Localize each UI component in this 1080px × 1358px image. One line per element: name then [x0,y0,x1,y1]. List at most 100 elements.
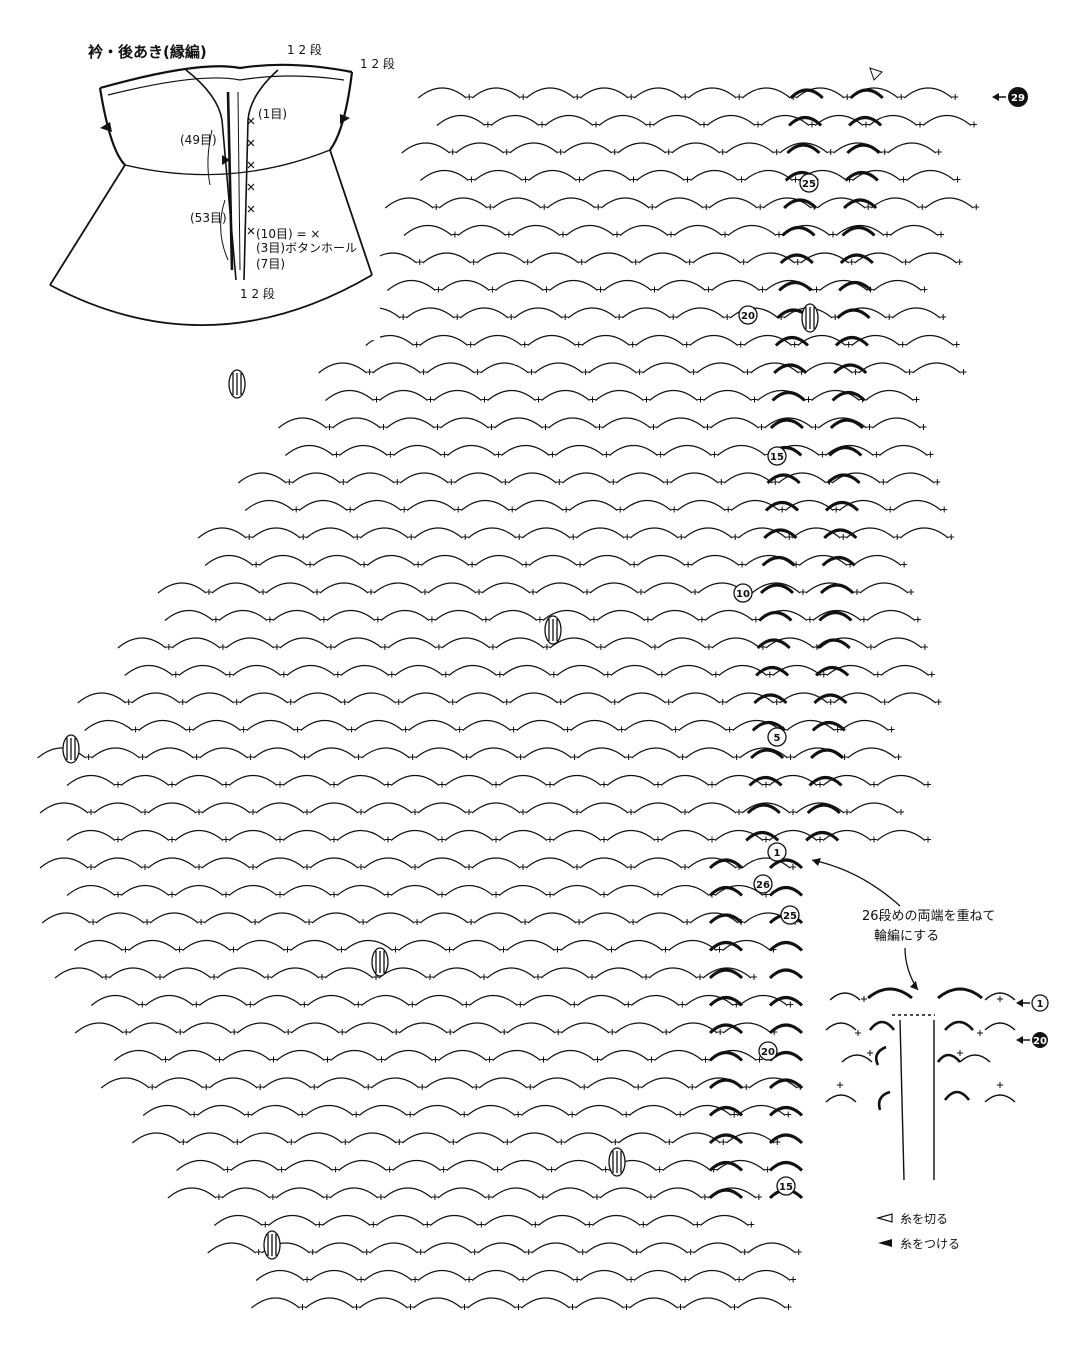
single-crochet-cross [419,1084,426,1090]
svg-text:20: 20 [761,1047,775,1058]
single-crochet-cross [487,204,494,210]
single-crochet-cross [521,341,528,348]
chain-arch [513,307,563,319]
placket [185,69,279,281]
single-crochet-cross [913,396,920,403]
bold-chain-arch [783,198,818,210]
single-crochet-cross [353,1304,360,1310]
single-crochet-cross [954,176,961,183]
bold-chain-arch [823,528,858,540]
chain-arch [481,582,531,594]
single-crochet-cross [880,479,887,485]
chain-arch [816,197,866,209]
chain-arch [727,224,777,236]
single-crochet-cross [550,671,557,678]
single-crochet-cross [123,1029,130,1035]
single-crochet-cross [142,864,148,870]
single-crochet-cross [476,589,482,595]
single-crochet-cross [774,1139,781,1145]
single-crochet-cross [595,204,602,210]
chain-arch [650,609,700,621]
bold-chain-arch [766,473,801,485]
chain-arch [741,857,791,869]
chain-arch [579,87,629,99]
chain-arch [336,829,386,841]
single-crochet-cross [672,726,679,733]
note-line-2: 輪編にする [874,928,939,944]
single-crochet-cross [412,1276,419,1283]
chain-arch [257,912,307,924]
chain-arch [174,884,224,896]
bold-chain-arch [708,1023,744,1035]
chain-arch [360,994,410,1006]
svg-text:5: 5 [774,733,781,744]
single-crochet-cross [844,809,850,815]
single-crochet-cross [763,781,769,788]
single-crochet-cross [602,1166,609,1173]
single-crochet-cross [169,891,175,898]
chain-arch [182,939,231,951]
single-crochet-cross [738,176,745,183]
bold-chain-arch [768,941,804,952]
single-crochet-cross [326,424,333,430]
chain-arch [692,252,742,264]
single-crochet-cross [921,644,928,650]
single-crochet-cross [368,589,374,595]
chain-arch [309,857,359,869]
single-crochet-cross [338,946,345,953]
single-crochet-cross [319,974,325,980]
single-crochet-cross [914,616,921,623]
single-crochet-cross [340,479,347,485]
single-crochet-cross [447,1029,454,1035]
chain-arch [93,802,143,814]
single-crochet-cross [246,534,253,540]
chain-arch [826,664,876,676]
chain-arch [459,307,509,319]
single-crochet-cross [212,616,219,623]
chain-arch [453,472,503,484]
single-crochet-cross [650,424,657,430]
chain-arch [300,719,349,731]
single-crochet-cross [493,781,499,788]
single-crochet-cross [293,506,300,513]
single-crochet-cross [191,1111,198,1118]
single-crochet-cross [285,1029,292,1035]
chain-arch [708,197,758,209]
single-crochet-cross [579,1249,586,1255]
chain-arch [584,252,634,264]
single-crochet-cross [701,1194,708,1200]
chain-arch [563,692,613,704]
row-marker-25-bottom: 25 [780,905,800,925]
single-crochet-cross [489,286,496,293]
chain-arch [537,1214,587,1226]
single-crochet-cross [792,176,799,183]
chain-arch [544,114,594,126]
single-crochet-cross [697,396,704,403]
chain-arch [466,1104,516,1116]
bold-chain-arch [768,1133,804,1145]
bold-chain-arch [768,1106,804,1117]
chain-arch [532,1077,582,1089]
chain-arch [589,582,639,594]
single-crochet-cross [260,589,266,595]
chain-arch [394,664,444,676]
chain-arch [614,1022,664,1034]
single-crochet-cross [320,616,327,623]
single-crochet-cross [601,891,607,898]
chain-arch [552,884,602,896]
label-st49: (49目) [180,133,217,147]
chain-arch [429,1214,479,1226]
chain-arch [131,1132,181,1144]
note-arrowhead-lower [910,981,918,990]
single-crochet-cross [690,369,697,375]
chain-arch [375,1214,425,1226]
chain-arch [617,692,667,704]
single-crochet-cross [556,479,563,485]
single-crochet-cross [737,341,744,348]
chain-arch [91,747,140,759]
single-crochet-cross [316,1221,323,1228]
chain-arch [406,499,456,511]
single-crochet-cross [301,1001,308,1008]
single-crochet-cross [655,781,661,788]
chain-arch [522,994,572,1006]
